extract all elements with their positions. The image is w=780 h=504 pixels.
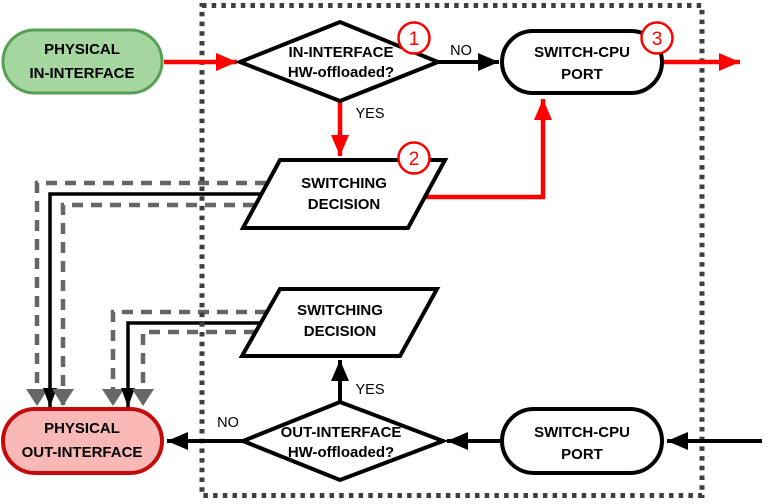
label-no-top: NO: [450, 43, 472, 59]
switch-cpu-top-shape: [500, 29, 664, 95]
step-badges: 1 2 3: [397, 21, 674, 175]
edge-switching-to-cpu-top: [424, 99, 552, 200]
step-3-badge-circle: [640, 21, 674, 55]
edge-offload-dashed-bottom-inner: [132, 329, 255, 406]
in-check-label-line1: IN-INTERFACE: [289, 44, 394, 61]
node-out-interface-decision: OUT-INTERFACE HW-offloaded?: [237, 399, 449, 483]
edge-offload-solid-top: [43, 192, 261, 407]
physical-out-interface-shape: [1, 407, 164, 475]
out-interface-decision-shape: [237, 399, 449, 483]
out-check-label-line2: HW-offloaded?: [288, 444, 394, 461]
edge-offload-dashed-top-outer: [26, 180, 266, 406]
physical-in-label-line2: IN-INTERFACE: [30, 65, 135, 82]
sw-dec-bottom-label-line1: SWITCHING: [297, 302, 383, 319]
offload-path-group-bottom: [102, 309, 266, 407]
node-switching-decision-top: SWITCHING DECISION: [239, 158, 449, 230]
switch-cpu-bottom-shape: [500, 407, 664, 475]
step-1-badge-circle: [397, 21, 431, 55]
edge-labels: NO YES YES NO: [217, 43, 472, 431]
physical-in-label-line1: PHYSICAL: [44, 41, 120, 58]
step-2-badge-number: 2: [409, 149, 420, 170]
label-no-bottom: NO: [217, 415, 239, 431]
node-switching-decision-bottom: SWITCHING DECISION: [238, 287, 441, 358]
cpu-top-label-line1: SWITCH-CPU: [534, 44, 630, 61]
physical-out-label-line1: PHYSICAL: [44, 420, 120, 437]
offload-path-group-top: [26, 180, 266, 407]
in-interface-decision-shape: [234, 19, 444, 104]
cpu-top-label-line2: PORT: [561, 66, 603, 83]
node-in-interface-decision: IN-INTERFACE HW-offloaded?: [234, 19, 444, 104]
step-1-badge-number: 1: [409, 29, 420, 50]
label-yes-top: YES: [355, 106, 384, 122]
switching-decision-top-shape: [239, 158, 449, 230]
cpu-bottom-label-line2: PORT: [561, 446, 603, 463]
node-switch-cpu-port-top: SWITCH-CPU PORT: [500, 29, 664, 95]
cpu-bottom-label-line1: SWITCH-CPU: [534, 424, 630, 441]
edge-offload-dashed-bottom-outer: [102, 309, 266, 406]
physical-in-interface-shape: [1, 28, 164, 95]
in-check-label-line2: HW-offloaded?: [288, 64, 394, 81]
flow-arrows: [164, 53, 762, 450]
sw-dec-bottom-label-line2: DECISION: [304, 323, 377, 340]
node-switch-cpu-port-bottom: SWITCH-CPU PORT: [500, 407, 664, 475]
edge-offload-solid-bottom: [121, 321, 260, 407]
node-physical-in-interface: PHYSICAL IN-INTERFACE: [1, 28, 164, 95]
physical-out-label-line2: OUT-INTERFACE: [22, 444, 143, 461]
edge-offload-dashed-top-inner: [52, 202, 254, 406]
step-2-badge-circle: [397, 141, 431, 175]
node-physical-out-interface: PHYSICAL OUT-INTERFACE: [1, 407, 164, 475]
sw-dec-top-label-line1: SWITCHING: [301, 175, 387, 192]
switching-decision-bottom-shape: [238, 287, 441, 358]
sw-dec-top-label-line2: DECISION: [308, 196, 381, 213]
label-yes-bottom: YES: [355, 382, 384, 398]
step-3-badge-number: 3: [652, 29, 663, 50]
out-check-label-line1: OUT-INTERFACE: [281, 424, 402, 441]
